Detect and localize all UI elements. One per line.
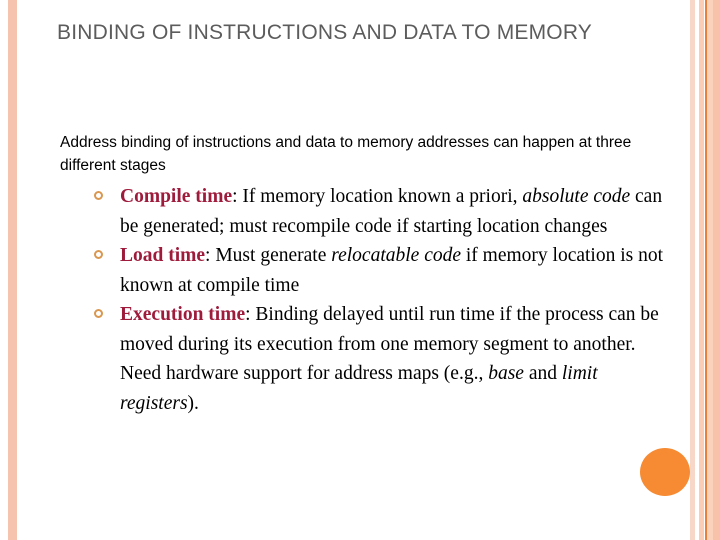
list-item: Load time: Must generate relocatable cod… <box>94 241 664 300</box>
bullet-text-part-1: Must generate <box>215 245 332 266</box>
right-stripe-2 <box>699 0 704 540</box>
bullet-list: Compile time: If memory location known a… <box>94 182 664 418</box>
bullet-lead-label: Execution time <box>120 304 246 325</box>
left-accent-bar <box>8 0 17 540</box>
bullet-emphasis-1: relocatable code <box>331 245 462 266</box>
right-stripe-4 <box>707 0 713 540</box>
bullet-text-part-2: can be generated; must recompile code if… <box>120 186 663 237</box>
hollow-circle-bullet-icon <box>94 309 103 318</box>
bullet-separator: : <box>232 186 243 207</box>
slide-title: Binding of Instructions and Data to Memo… <box>57 21 593 45</box>
hollow-circle-bullet-icon <box>94 191 103 200</box>
bullet-separator: : <box>205 245 216 266</box>
bullet-text-part-3: ). <box>187 392 199 414</box>
orange-circle-accent-icon <box>640 448 690 496</box>
bullet-lead-label: Compile time <box>120 186 233 207</box>
bullet-text-part-2: and <box>523 363 562 384</box>
right-stripe-5 <box>713 0 720 540</box>
list-item: Execution time: Binding delayed until ru… <box>94 300 664 418</box>
bullet-lead-label: Load time <box>120 245 206 266</box>
bullet-emphasis-1: base <box>488 363 524 384</box>
list-item: Compile time: If memory location known a… <box>94 182 664 241</box>
right-stripe-1 <box>690 0 695 540</box>
bullet-text-part-1: If memory location known a priori, <box>242 186 523 207</box>
hollow-circle-bullet-icon <box>94 250 103 259</box>
bullet-separator: : <box>245 304 256 325</box>
bullet-text-part-1: Binding delayed until run time if the pr… <box>120 304 659 384</box>
bullet-emphasis-1: absolute code <box>522 186 631 207</box>
bullet-text-part-2: if memory location is not known at compi… <box>120 245 664 296</box>
right-stripe-3 <box>705 0 707 540</box>
bullet-emphasis-2: limit registers <box>120 363 598 414</box>
slide-intro-text: Address binding of instructions and data… <box>60 133 632 174</box>
